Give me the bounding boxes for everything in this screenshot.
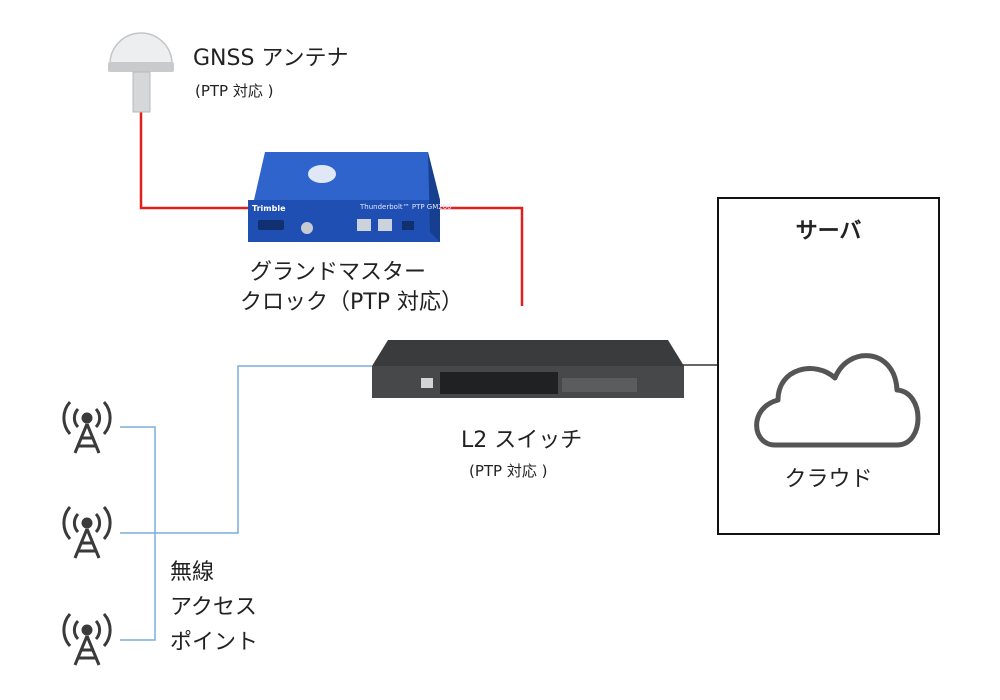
wireless-ap-icon-2 [62, 506, 112, 559]
device-model: Thunderbolt™ PTP GM200 [360, 203, 452, 211]
gnss-antenna-label: GNSS アンテナ [193, 46, 349, 71]
wireless-ap-icon-1 [62, 401, 112, 454]
wireless-ap-icon-3 [62, 613, 112, 666]
l2-switch-device [372, 340, 684, 398]
device-brand: Trimble [252, 204, 286, 213]
cloud-label: クラウド [784, 467, 873, 492]
grandmaster-label-line2: クロック（PTP 対応） [240, 290, 463, 315]
wireless-ap-label-line2: アクセス [170, 595, 257, 620]
grandmaster-clock-device [248, 152, 440, 242]
server-title: サーバ [795, 219, 862, 244]
ap-to-switch-link [120, 365, 372, 534]
gnss-antenna-icon [108, 32, 174, 113]
server-box: サーバ クラウド [717, 197, 940, 535]
switch-sublabel: (PTP 対応 ) [469, 462, 548, 480]
grandmaster-label-line1: グランドマスター [250, 260, 427, 285]
switch-label: L2 スイッチ [461, 428, 583, 453]
cloud-icon [754, 353, 921, 448]
wireless-ap-label-line1: 無線 [170, 560, 215, 585]
gnss-antenna-sublabel: (PTP 対応 ) [195, 82, 274, 100]
wireless-ap-label-line3: ポイント [170, 630, 259, 655]
antenna-to-clock-link [139, 112, 248, 210]
clock-to-switch-link [440, 206, 524, 306]
